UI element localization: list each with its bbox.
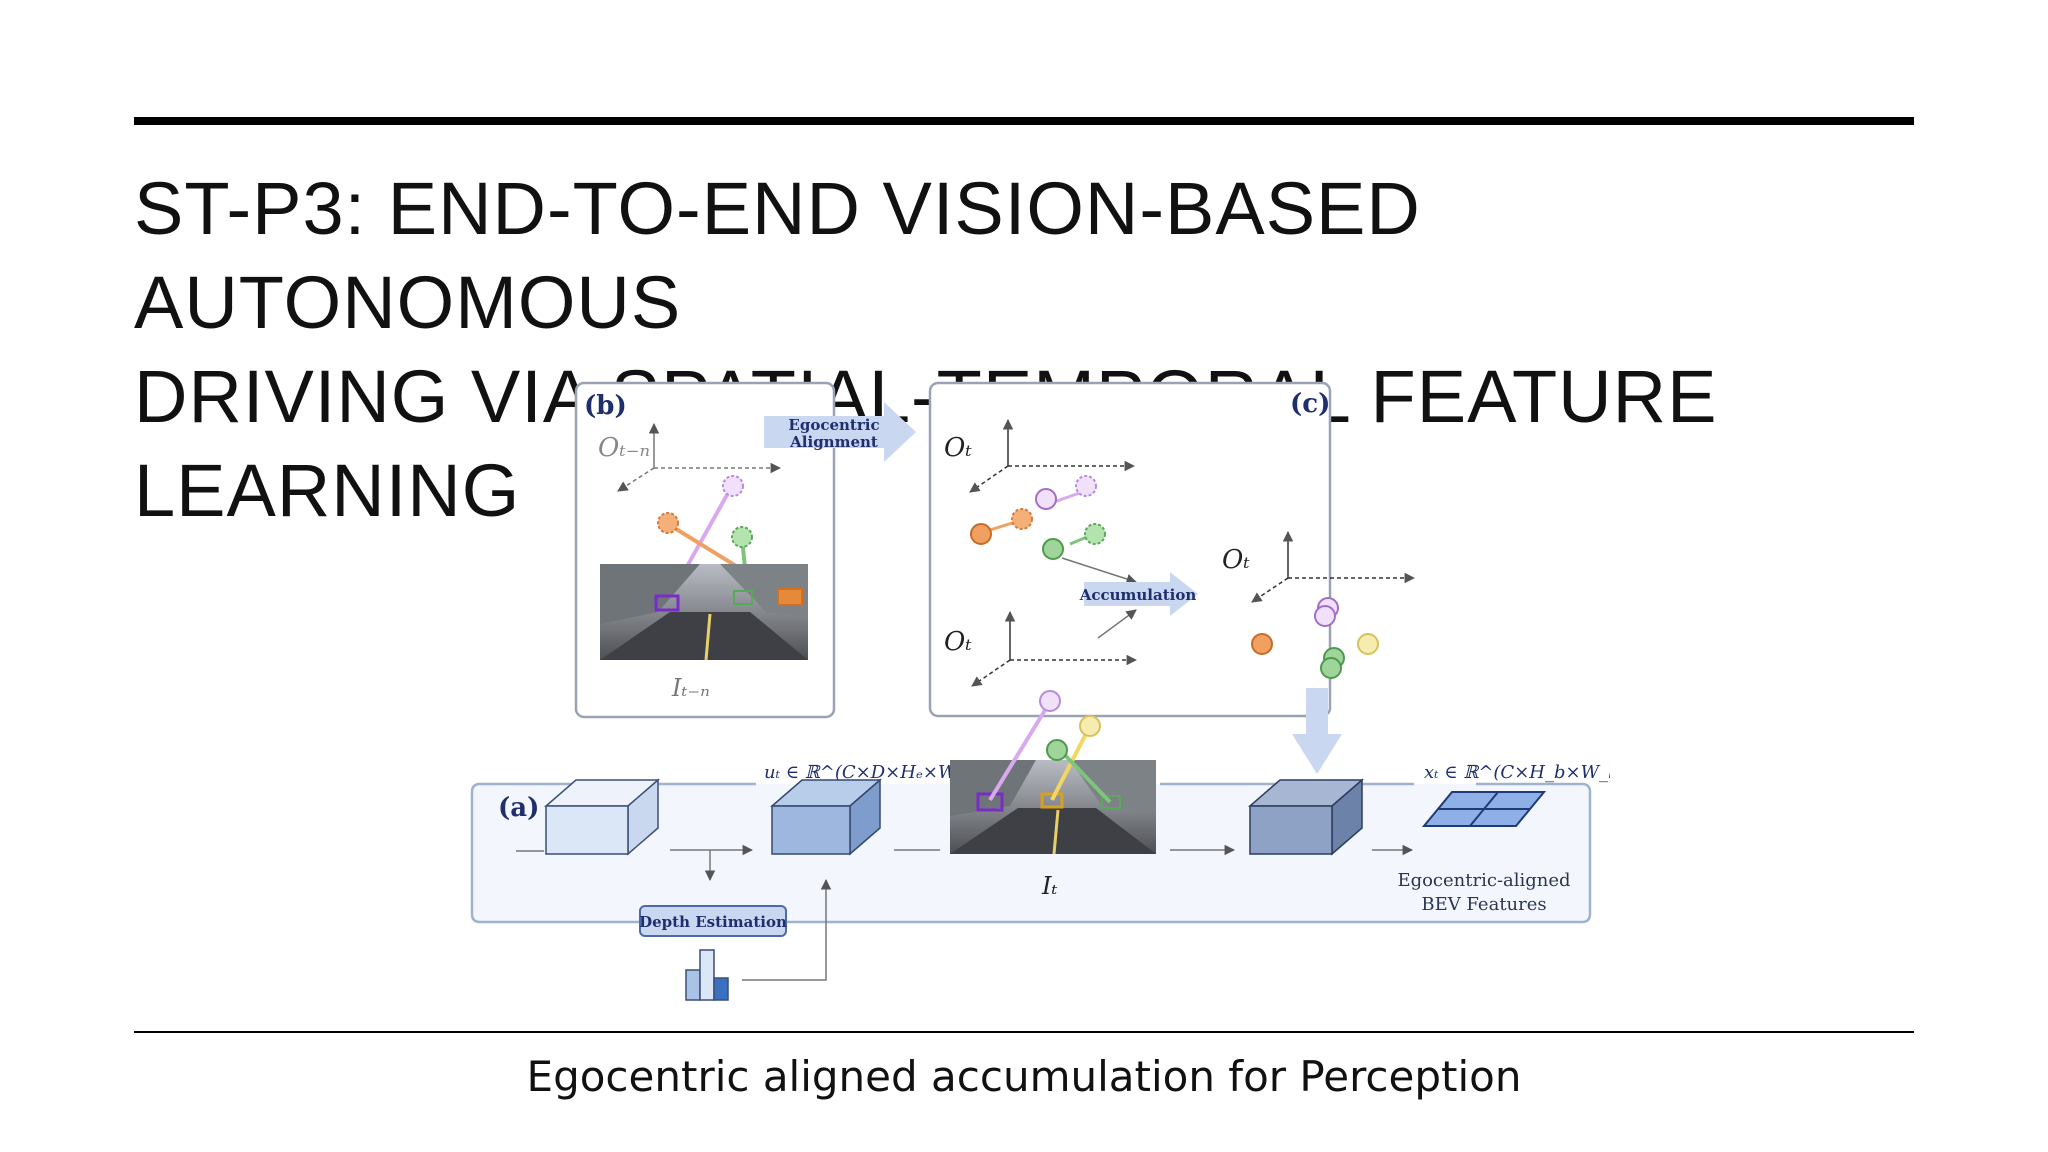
current-purple-line — [988, 700, 1052, 802]
depth-histogram-icon — [685, 949, 729, 1001]
architecture-figure: (b) Oₜ₋ₙ Iₜ₋ₙ Egocentric — [470, 381, 1610, 1001]
bottom-rule — [134, 1031, 1914, 1033]
egocentric-alignment-arrow: Egocentric Alignment — [764, 402, 916, 462]
panel-a-label: (a) — [498, 793, 539, 823]
purple-aligned-circle — [1035, 488, 1057, 510]
accumulated-yellow-circle — [1357, 633, 1379, 655]
bev-label-line1: Egocentric-aligned — [1397, 870, 1570, 891]
accumulation-arrow: Accumulation — [1079, 572, 1198, 616]
panel-b-label: (b) — [584, 391, 627, 421]
accumulation-input-line-top — [1061, 557, 1137, 585]
green-object-circle — [731, 526, 753, 548]
street-image-current — [950, 760, 1156, 855]
depth-estimation-box: Depth Estimation — [639, 905, 787, 937]
accumulation-label: Accumulation — [1079, 586, 1197, 604]
panel-b: (b) Oₜ₋ₙ Iₜ₋ₙ — [574, 381, 836, 719]
accumulated-green-circle-2 — [1320, 657, 1342, 679]
title-line-1: ST-P3: END-TO-END VISION-BASED AUTONOMOU… — [134, 167, 1421, 344]
current-purple-circle — [1039, 690, 1061, 712]
image-feature-cube — [543, 778, 661, 856]
panel-b-origin-label: Oₜ₋ₙ — [598, 433, 650, 463]
title-line-2: DRIVING VIA SPATIAL-TEMPORAL FEATURE LEA… — [134, 355, 1718, 532]
u-formula: uₜ ∈ ℝ^(C×D×Hₑ×Wₑ) — [764, 762, 970, 783]
depth-to-cube2-arrow — [742, 878, 832, 981]
panel-c: (c) Oₜ Oₜ Accumulation — [928, 381, 1416, 718]
panel-c-bottom-axes — [971, 610, 1138, 687]
panel-b-axes — [617, 422, 782, 492]
panel-c-origin-bottom: Oₜ — [944, 627, 972, 657]
panel-c-right-axes — [1251, 530, 1416, 603]
accumulated-orange-circle — [1251, 633, 1273, 655]
frustum-feature-cube — [769, 778, 883, 856]
street-image-past — [600, 564, 808, 661]
purple-object-circle — [722, 475, 744, 497]
depth-estimation-label: Depth Estimation — [639, 913, 787, 931]
panel-c-border — [928, 381, 1332, 718]
purple-prev-circle — [1075, 475, 1097, 497]
panel-a-image-label: Iₜ — [1041, 872, 1057, 900]
green-aligned-circle — [1042, 538, 1064, 560]
green-prev-circle — [1084, 523, 1106, 545]
x-formula: xₜ ∈ ℝ^(C×H_b×W_b) — [1424, 762, 1610, 783]
panel-c-origin-top: Oₜ — [944, 433, 972, 463]
orange-prev-circle — [1011, 508, 1033, 530]
panel-a: (a) uₜ ∈ ℝ^(C×D×Hₑ×Wₑ) — [470, 690, 1610, 1001]
panel-c-top-axes — [969, 418, 1136, 493]
orange-object-circle — [657, 512, 679, 534]
bev-label-line2: BEV Features — [1421, 894, 1546, 915]
bev-feature-cube — [1247, 778, 1365, 856]
bev-plane-icon — [1421, 791, 1547, 827]
down-arrow — [1292, 688, 1342, 774]
top-rule — [134, 117, 1914, 125]
slide-caption: Egocentric aligned accumulation for Perc… — [526, 1052, 1522, 1101]
panel-c-origin-right: Oₜ — [1222, 545, 1250, 575]
slide-title: ST-P3: END-TO-END VISION-BASED AUTONOMOU… — [134, 162, 1934, 538]
panel-b-image-label: Iₜ₋ₙ — [671, 674, 710, 702]
accumulation-input-line-bottom — [1097, 609, 1137, 639]
alignment-label-line2: Alignment — [789, 433, 878, 451]
current-green-line — [1058, 748, 1112, 804]
accumulated-purple-circle-2 — [1314, 605, 1336, 627]
alignment-label-line1: Egocentric — [788, 416, 879, 434]
orange-aligned-circle — [970, 523, 992, 545]
current-green-circle — [1046, 739, 1068, 761]
current-yellow-circle — [1079, 715, 1101, 737]
panel-c-label: (c) — [1290, 389, 1330, 419]
